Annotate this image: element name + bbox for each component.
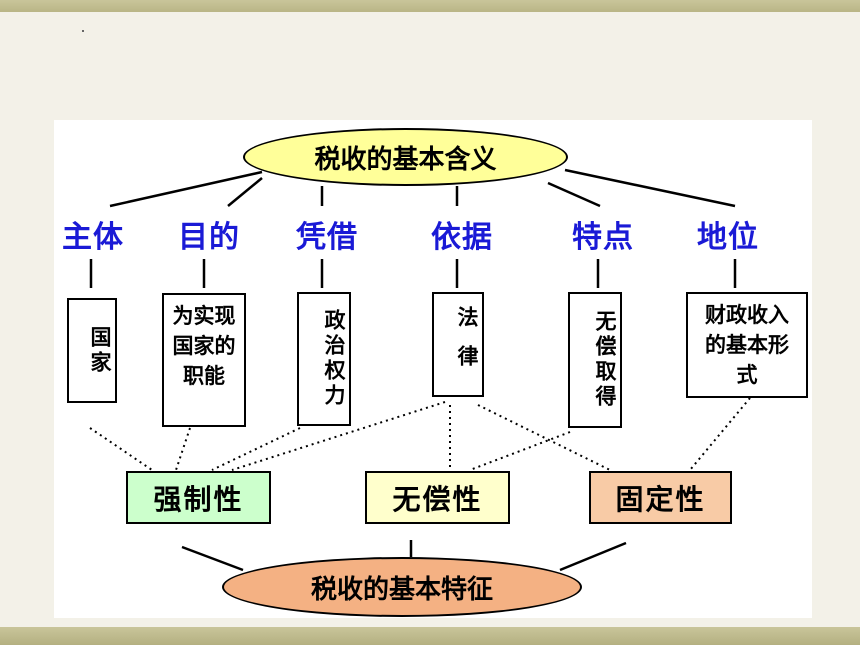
property-compulsory: 强制性: [126, 471, 271, 524]
connector-line: [181, 545, 244, 572]
slide-dot: [82, 30, 84, 32]
connector-line: [109, 170, 263, 208]
category-status: 地位: [697, 220, 759, 255]
connector-line: [564, 168, 736, 208]
box-basis: 法律: [432, 292, 484, 397]
connector-line: [227, 177, 263, 207]
dotted-link: [211, 427, 301, 471]
category-feature: 特点: [572, 220, 634, 255]
connector-line: [559, 541, 627, 572]
category-subject: 主体: [62, 220, 124, 255]
bottom-ellipse-title: 税收的基本特征: [222, 557, 582, 617]
dotted-link: [477, 404, 611, 471]
property-gratuitous: 无偿性: [365, 471, 510, 524]
property-fixed: 固定性: [589, 471, 732, 524]
slide-bottom-bar: [0, 627, 860, 645]
box-means: 政治权力: [297, 292, 351, 426]
dotted-link: [175, 427, 191, 471]
category-means: 凭借: [296, 220, 358, 255]
category-basis: 依据: [431, 220, 493, 255]
category-purpose: 目的: [178, 220, 240, 255]
dotted-link: [231, 401, 446, 471]
box-subject: 国家: [67, 298, 117, 403]
connector-line: [547, 181, 601, 208]
dotted-link: [89, 427, 153, 471]
box-status: 财政收入的基本形式: [686, 292, 808, 398]
dotted-link: [469, 431, 571, 471]
top-ellipse-title: 税收的基本含义: [243, 128, 568, 186]
slide-top-bar: [0, 0, 860, 12]
box-purpose: 为实现国家的职能: [162, 293, 246, 427]
box-feature: 无偿取得: [568, 292, 622, 428]
dotted-link: [689, 397, 751, 471]
